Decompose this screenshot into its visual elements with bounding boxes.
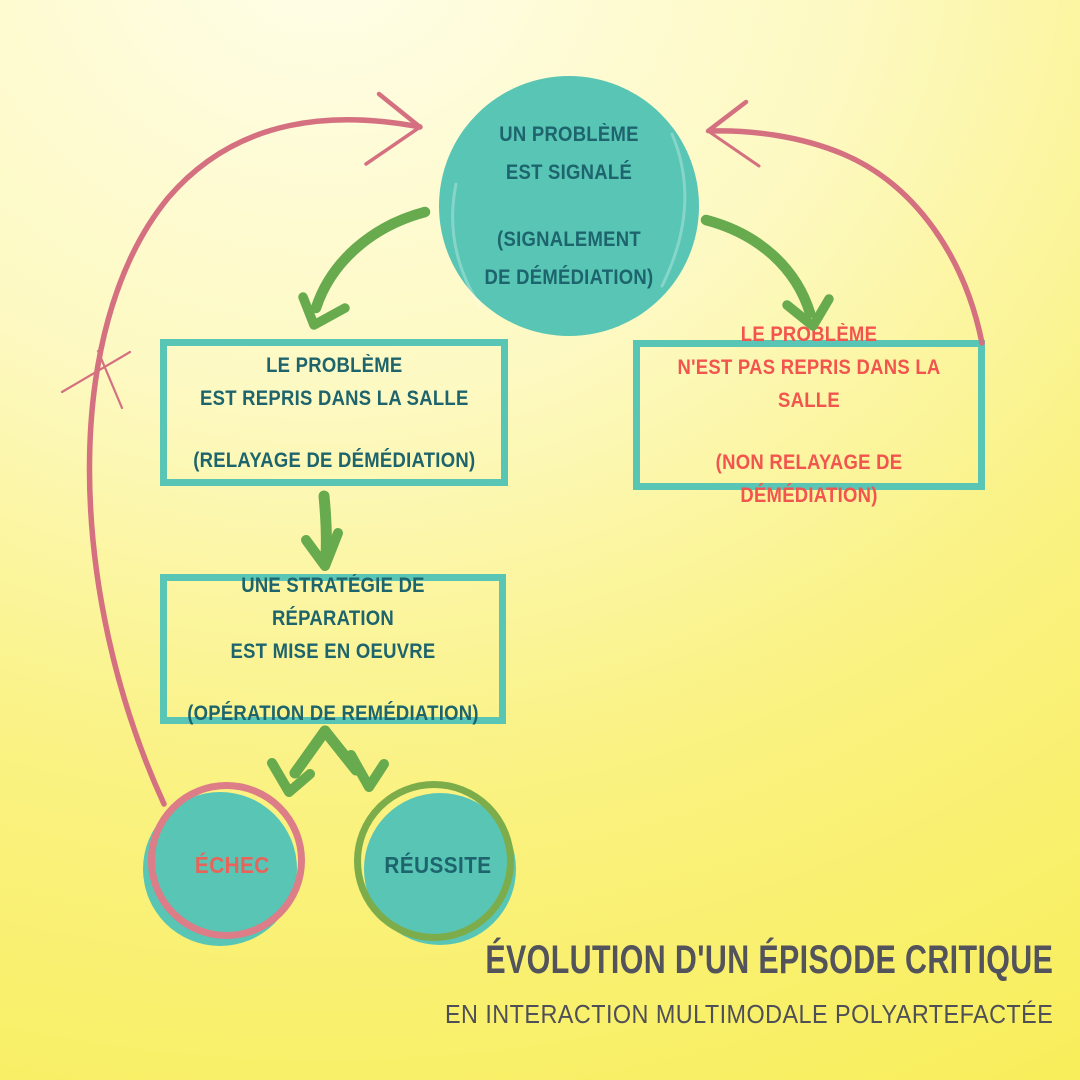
text-line: (NON RELAYAGE DE DÉMÉDIATION) bbox=[715, 451, 903, 507]
arrow-relayed-to-repair bbox=[301, 490, 343, 571]
success-circle-ring bbox=[354, 781, 514, 941]
node-problem-relayed-text: LE PROBLÈME EST REPRIS DANS LA SALLE (RE… bbox=[193, 349, 475, 477]
failure-label: ÉCHEC bbox=[194, 851, 270, 878]
success-label: RÉUSSITE bbox=[384, 851, 492, 878]
node-outcome-failure: ÉCHEC bbox=[138, 778, 314, 952]
caption-title: ÉVOLUTION D'UN ÉPISODE CRITIQUE bbox=[485, 938, 1053, 982]
node-repair-strategy-text: UNE STRATÉGIE DE RÉPARATION EST MISE EN … bbox=[187, 569, 479, 730]
node-problem-not-relayed: LE PROBLÈME N'EST PAS REPRIS DANS LA SAL… bbox=[633, 323, 985, 507]
node-problem-signaled-text: UN PROBLÈME EST SIGNALÉ (SIGNALEMENT DE … bbox=[485, 116, 654, 297]
arrow-signal-to-not-relayed bbox=[700, 214, 834, 331]
text-line: EST MISE EN OEUVRE bbox=[230, 639, 436, 663]
text-line: DE DÉMÉDIATION) bbox=[484, 265, 654, 289]
text-line: (OPÉRATION DE REMÉDIATION) bbox=[187, 701, 479, 725]
arrow-signal-to-relayed bbox=[298, 206, 431, 330]
arrow-not-relayed-to-signal bbox=[705, 99, 985, 346]
spacer bbox=[193, 415, 475, 444]
text-line: (SIGNALEMENT bbox=[497, 227, 641, 251]
text-line: N'EST PAS REPRIS DANS LA SALLE bbox=[677, 356, 941, 412]
spacer bbox=[660, 417, 957, 446]
node-problem-signaled: UN PROBLÈME EST SIGNALÉ (SIGNALEMENT DE … bbox=[439, 76, 699, 336]
caption: ÉVOLUTION D'UN ÉPISODE CRITIQUE EN INTER… bbox=[306, 938, 1053, 1030]
node-problem-relayed: LE PROBLÈME EST REPRIS DANS LA SALLE (RE… bbox=[160, 339, 508, 486]
text-line: UN PROBLÈME bbox=[499, 122, 639, 146]
text-line: LE PROBLÈME bbox=[740, 323, 878, 346]
text-line: (RELAYAGE DE DÉMÉDIATION) bbox=[192, 448, 476, 472]
spacer bbox=[187, 668, 479, 697]
text-line: LE PROBLÈME bbox=[265, 353, 403, 377]
text-line: EST REPRIS DANS LA SALLE bbox=[199, 386, 469, 410]
node-problem-not-relayed-text: LE PROBLÈME N'EST PAS REPRIS DANS LA SAL… bbox=[660, 318, 957, 512]
node-repair-strategy: UNE STRATÉGIE DE RÉPARATION EST MISE EN … bbox=[160, 574, 506, 725]
caption-subtitle: EN INTERACTION MULTIMODALE POLYARTEFACTÉ… bbox=[444, 999, 1054, 1029]
spacer bbox=[485, 192, 654, 221]
text-line: UNE STRATÉGIE DE RÉPARATION bbox=[241, 573, 425, 630]
text-line: EST SIGNALÉ bbox=[505, 160, 633, 184]
node-outcome-success: RÉUSSITE bbox=[350, 778, 526, 952]
